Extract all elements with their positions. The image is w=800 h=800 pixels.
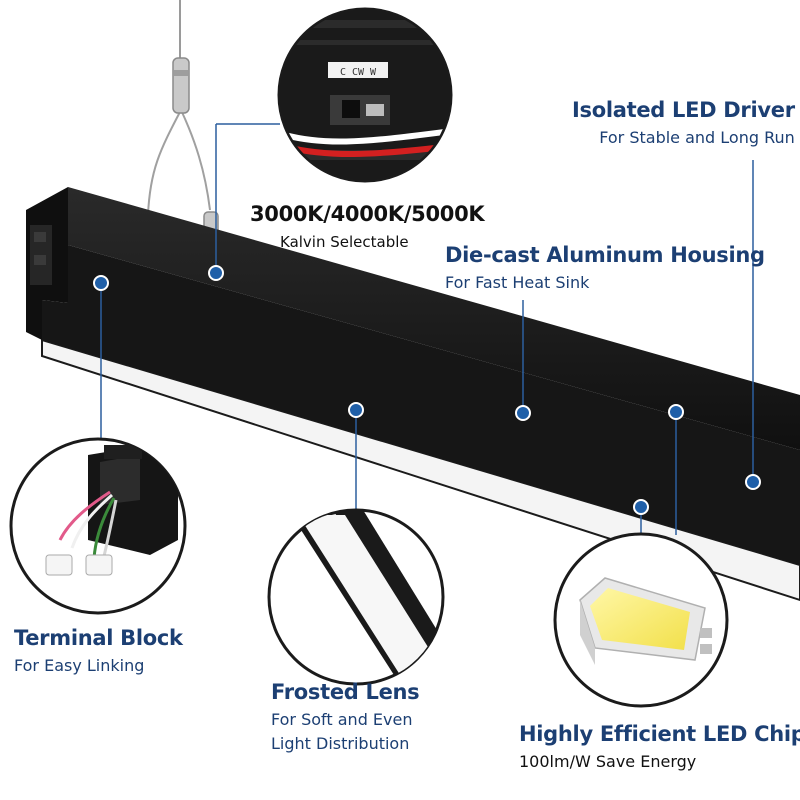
housing-subtitle: For Fast Heat Sink bbox=[445, 273, 590, 292]
driver-subtitle: For Stable and Long Run bbox=[599, 128, 795, 147]
lens-title: Frosted Lens bbox=[271, 680, 420, 704]
terminal-title: Terminal Block bbox=[14, 626, 183, 650]
callout-terminal: Terminal Block For Easy Linking bbox=[14, 626, 183, 678]
driver-title: Isolated LED Driver bbox=[572, 98, 795, 122]
callout-connectors bbox=[100, 123, 754, 535]
lens-subtitle-line1: For Soft and Even bbox=[271, 710, 413, 729]
callout-chip: Highly Efficient LED Chip 100lm/W Save E… bbox=[519, 722, 800, 774]
cct-switch-icon: C CW W bbox=[277, 7, 453, 183]
callout-cct: 3000K/4000K/5000K Kalvin Selectable bbox=[250, 202, 485, 254]
callout-driver: Isolated LED Driver For Stable and Long … bbox=[572, 98, 795, 150]
chip-subtitle: 100lm/W Save Energy bbox=[519, 752, 697, 771]
chip-title: Highly Efficient LED Chip bbox=[519, 722, 800, 746]
cct-title: 3000K/4000K/5000K bbox=[250, 202, 485, 226]
linear-light-housing bbox=[26, 187, 800, 565]
housing-title: Die-cast Aluminum Housing bbox=[445, 243, 765, 267]
terminal-block-icon bbox=[9, 437, 187, 615]
lens-subtitle-line2: Light Distribution bbox=[271, 734, 410, 753]
terminal-subtitle: For Easy Linking bbox=[14, 656, 145, 675]
cct-switch-text: C CW W bbox=[340, 67, 377, 78]
led-chip-icon bbox=[553, 532, 729, 708]
suspension-cable-icon bbox=[147, 0, 211, 216]
cable-gripper-icon bbox=[172, 57, 219, 243]
frosted-lens-strip bbox=[41, 338, 800, 602]
callout-housing: Die-cast Aluminum Housing For Fast Heat … bbox=[445, 243, 765, 295]
callout-lens: Frosted Lens For Soft and Even Light Dis… bbox=[271, 680, 420, 756]
frosted-lens-icon bbox=[267, 508, 445, 686]
cct-subtitle: Kalvin Selectable bbox=[280, 233, 409, 251]
callout-dots bbox=[93, 265, 761, 515]
